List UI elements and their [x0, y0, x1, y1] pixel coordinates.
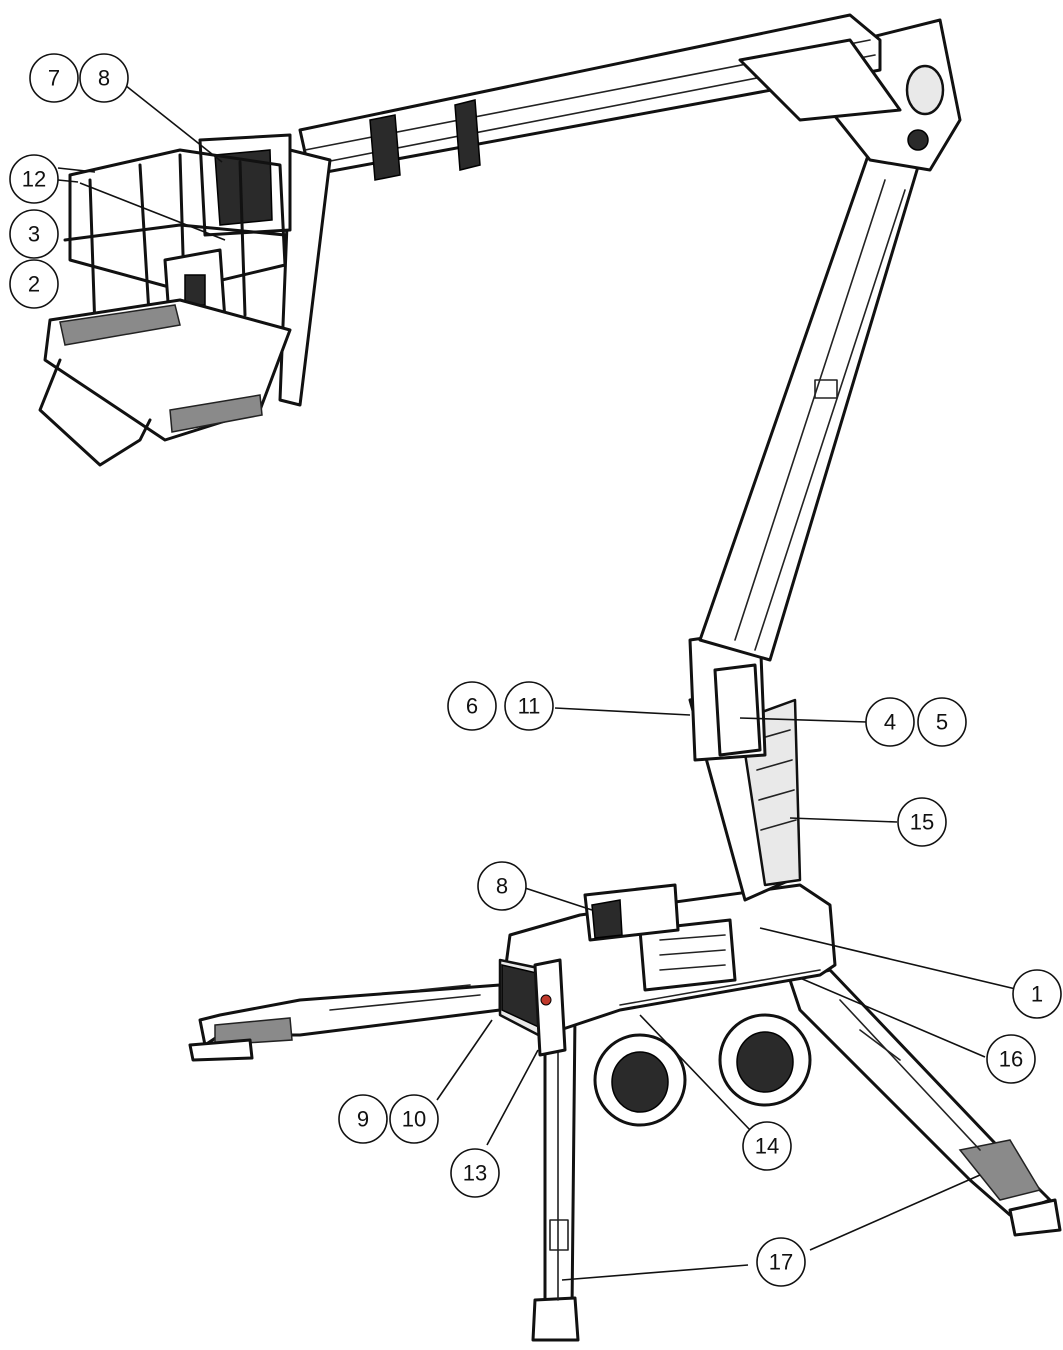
- main-boom: [698, 148, 922, 662]
- lower-boom: [688, 628, 802, 902]
- callout-4: 4: [865, 697, 915, 747]
- callout-14: 14: [742, 1121, 792, 1171]
- callout-label: 15: [910, 810, 934, 835]
- callout-11: 11: [504, 681, 554, 731]
- callout-label: 12: [22, 167, 46, 192]
- callout-16: 16: [986, 1034, 1036, 1084]
- callout-label: 7: [48, 66, 60, 91]
- callout-12: 12: [9, 154, 59, 204]
- outrigger-front: [531, 1013, 580, 1342]
- chassis: [498, 883, 837, 1057]
- callout-5: 5: [917, 697, 967, 747]
- callout-2: 2: [9, 259, 59, 309]
- outrigger-left: [188, 983, 502, 1062]
- callout-6: 6: [447, 681, 497, 731]
- callouts: 7 8 12 3 2 6 11 4: [9, 53, 1062, 1287]
- callout-label: 9: [357, 1107, 369, 1132]
- callout-13: 13: [450, 1148, 500, 1198]
- callout-label: 6: [466, 694, 478, 719]
- boom-lift-illustration: [38, 13, 1062, 1342]
- callout-label: 13: [463, 1161, 487, 1186]
- callout-label: 14: [755, 1134, 779, 1159]
- telescopic-jib: [298, 13, 902, 181]
- outrigger-right: [788, 968, 1062, 1237]
- callout-label: 11: [518, 694, 541, 719]
- basket: [38, 133, 332, 467]
- callout-label: 17: [769, 1250, 793, 1275]
- callout-1: 1: [1012, 969, 1062, 1019]
- callout-label: 8: [496, 874, 508, 899]
- callout-label: 1: [1031, 982, 1043, 1007]
- callout-9: 9: [338, 1094, 388, 1144]
- callout-8-basket: 8: [79, 53, 129, 103]
- callout-label: 3: [28, 222, 40, 247]
- callout-label: 8: [98, 66, 110, 91]
- callout-8-chassis: 8: [477, 861, 527, 911]
- leader-lines: [57, 84, 1021, 1281]
- callout-7: 7: [29, 53, 79, 103]
- callout-17: 17: [756, 1237, 806, 1287]
- callout-label: 4: [884, 710, 896, 735]
- callout-10: 10: [389, 1094, 439, 1144]
- callout-label: 5: [936, 710, 948, 735]
- callout-15: 15: [897, 797, 947, 847]
- callout-label: 16: [999, 1047, 1023, 1072]
- callout-label: 10: [402, 1107, 426, 1132]
- callout-3: 3: [9, 209, 59, 259]
- wheels: [593, 1013, 812, 1127]
- callout-label: 2: [28, 272, 40, 297]
